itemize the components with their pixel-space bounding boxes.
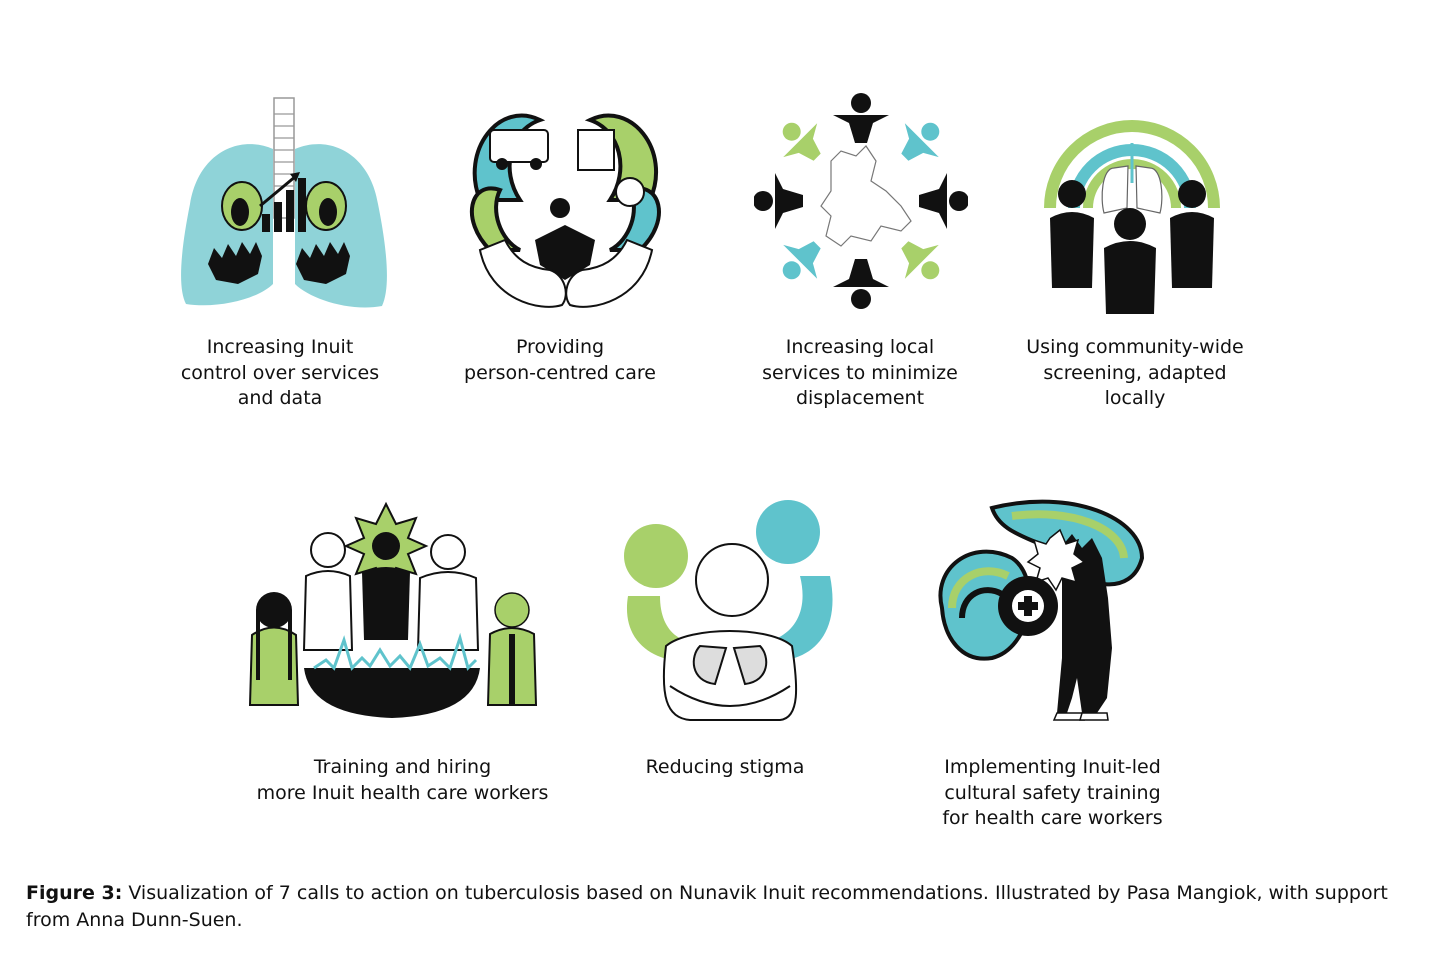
call-to-action-label: Implementing Inuit-led cultural safety t… — [942, 756, 1163, 829]
circle-of-people-icon — [754, 88, 968, 314]
embrace-icon — [620, 496, 840, 724]
cultural-safety-icon — [932, 498, 1150, 726]
call-to-action-label: Increasing Inuit control over services a… — [180, 336, 380, 409]
health-workers-icon — [244, 500, 544, 730]
call-to-action-label: Reducing stigma — [645, 756, 805, 778]
call-to-action-label: Training and hiring more Inuit health ca… — [256, 756, 549, 804]
figure-caption: Figure 3: Visualization of 7 calls to ac… — [26, 880, 1406, 934]
call-to-action-label: Using community-wide screening, adapted … — [1026, 336, 1244, 409]
lungs-icon — [178, 94, 390, 318]
call-to-action-label: Providing person-centred care — [464, 336, 656, 384]
figure-number: Figure 3: — [26, 882, 123, 904]
call-to-action-label: Increasing local services to minimize di… — [762, 336, 958, 409]
caption-text: Visualization of 7 calls to action on tu… — [26, 882, 1388, 931]
caring-hands-icon — [460, 90, 672, 314]
rainbow-community-icon — [1042, 88, 1222, 318]
